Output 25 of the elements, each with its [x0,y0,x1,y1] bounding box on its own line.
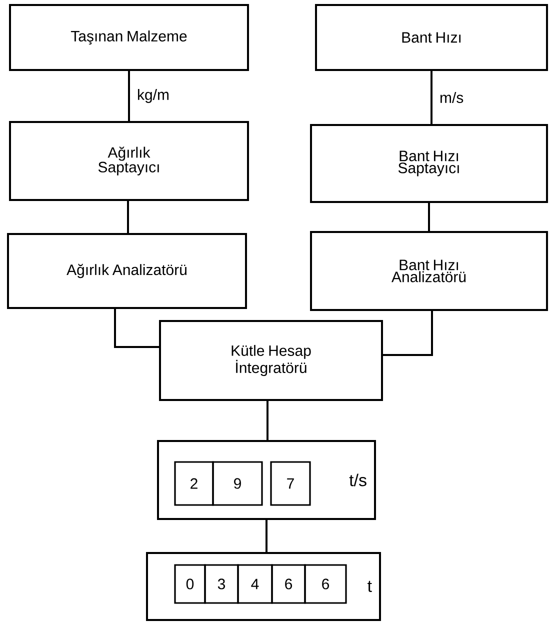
digit-cell: 6 [304,564,347,604]
digit-cell: 4 [237,564,273,604]
digit-cell: 3 [204,564,239,604]
process-box: Kütle Hesap İntegratörü [159,320,383,401]
process-box: Ağırlık Saptayıcı [9,121,249,201]
connector-line [128,70,130,122]
edge-label: m/s [438,90,465,104]
process-box: Bant Hızı Saptayıcı [310,124,548,203]
digit-cell: 7 [270,461,311,506]
process-box: Taşınan Malzeme [9,4,249,71]
connector-line [266,400,268,441]
connector-line [127,200,129,234]
digit-cell: 2 [174,461,214,506]
connector-line [114,308,159,348]
connector-line [383,310,433,356]
connector-line [266,519,268,553]
process-box: Bant Hızı Analizatörü [310,231,548,311]
connector-line [428,202,430,232]
connector-line [430,70,432,125]
edge-label: kg/m [136,88,170,104]
process-box: Ağırlık Analizatörü [7,233,247,309]
digit-cell: 9 [212,461,263,506]
digit-cell: 0 [174,564,206,604]
digit-cell: 6 [271,564,306,604]
process-box: Bant Hızı [315,4,548,71]
